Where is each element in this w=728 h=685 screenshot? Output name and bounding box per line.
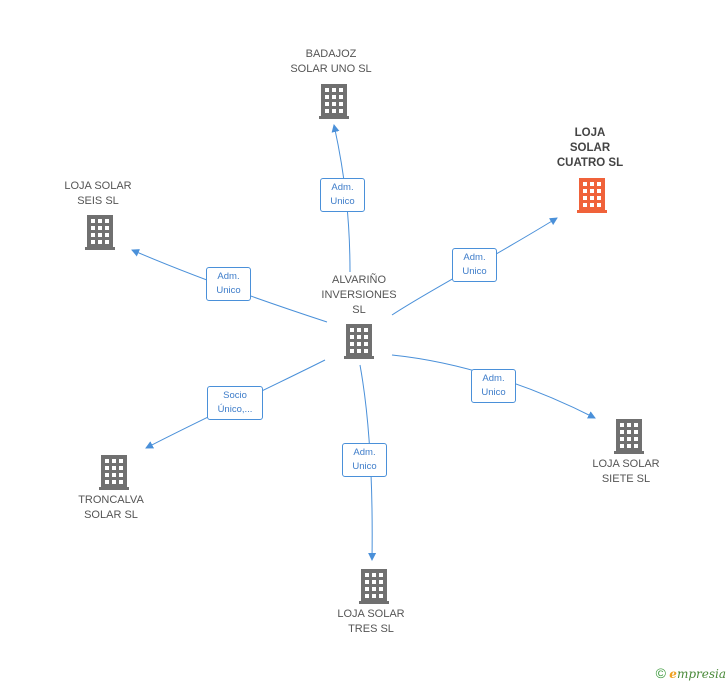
node-label-line: INVERSIONES xyxy=(321,289,397,301)
node-label-cuatro[interactable]: LOJA SOLAR CUATRO SL xyxy=(540,126,640,171)
building-icon[interactable] xyxy=(85,215,115,250)
node-label-tres[interactable]: LOJA SOLAR TRES SL xyxy=(321,607,421,637)
node-label-line: CUATRO SL xyxy=(556,157,624,169)
edge-label-seis[interactable]: Adm. Unico xyxy=(206,267,251,301)
node-label-center[interactable]: ALVARIÑO INVERSIONES SL xyxy=(309,273,409,318)
node-label-line: LOJA xyxy=(574,127,606,139)
brand-logo-e: e xyxy=(669,667,677,681)
edge-label-line: Adm. xyxy=(463,252,486,263)
node-label-line: SOLAR SL xyxy=(84,509,138,521)
edge-label-cuatro[interactable]: Adm. Unico xyxy=(452,248,497,282)
building-icon[interactable] xyxy=(344,324,374,359)
building-icon-highlighted[interactable] xyxy=(577,178,607,213)
edge-label-line: Único,... xyxy=(217,404,253,415)
building-icon[interactable] xyxy=(614,419,644,454)
edge-label-line: Unico xyxy=(462,266,487,277)
node-label-line: LOJA SOLAR xyxy=(64,180,132,192)
node-label-troncalva[interactable]: TRONCALVA SOLAR SL xyxy=(61,493,161,523)
edge-label-line: Socio xyxy=(223,390,247,401)
building-icon[interactable] xyxy=(319,84,349,119)
brand-footer: © empresia xyxy=(656,665,726,681)
node-label-badajoz[interactable]: BADAJOZ SOLAR UNO SL xyxy=(281,47,381,77)
node-label-line: ALVARIÑO xyxy=(332,274,386,286)
edge-label-troncalva[interactable]: Socio Único,... xyxy=(207,386,263,420)
node-label-seis[interactable]: LOJA SOLAR SEIS SL xyxy=(48,179,148,209)
edge-label-badajoz[interactable]: Adm. Unico xyxy=(320,178,365,212)
node-label-line: SEIS SL xyxy=(77,195,119,207)
node-label-line: SOLAR xyxy=(569,142,611,154)
edge-label-line: Unico xyxy=(330,196,355,207)
edge-label-line: Unico xyxy=(216,285,241,296)
node-label-siete[interactable]: LOJA SOLAR SIETE SL xyxy=(576,457,676,487)
edge-label-line: Adm. xyxy=(353,447,376,458)
node-label-line: LOJA SOLAR xyxy=(592,458,660,470)
building-icon[interactable] xyxy=(359,569,389,604)
node-label-line: BADAJOZ xyxy=(305,48,357,60)
node-label-line: TRES SL xyxy=(348,623,394,635)
edge-label-siete[interactable]: Adm. Unico xyxy=(471,369,516,403)
edge-label-tres[interactable]: Adm. Unico xyxy=(342,443,387,477)
copyright-icon: © xyxy=(655,665,666,681)
edge-label-line: Unico xyxy=(481,387,506,398)
edge-label-line: Adm. xyxy=(482,373,505,384)
edge-label-line: Adm. xyxy=(217,271,240,282)
edge-label-line: Adm. xyxy=(331,182,354,193)
node-label-line: SL xyxy=(352,304,366,316)
node-label-line: LOJA SOLAR xyxy=(337,608,405,620)
edge-label-line: Unico xyxy=(352,461,377,472)
brand-logo-text: mpresia xyxy=(676,667,726,681)
node-label-line: SOLAR UNO SL xyxy=(290,63,372,75)
node-label-line: TRONCALVA xyxy=(78,494,144,506)
building-icon[interactable] xyxy=(99,455,129,490)
node-label-line: SIETE SL xyxy=(601,473,651,485)
